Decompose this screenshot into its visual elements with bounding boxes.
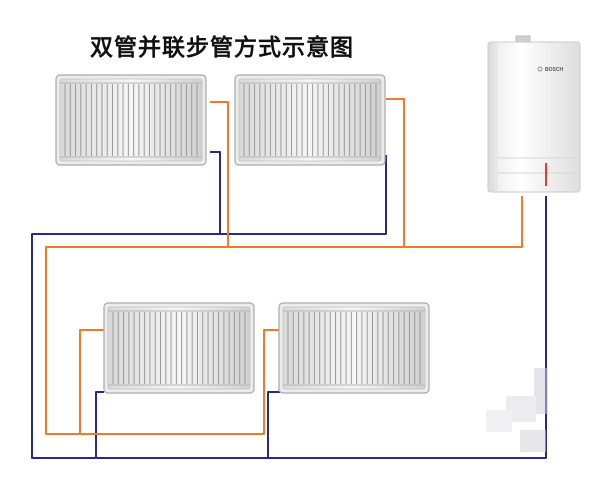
radiator-lower-right [279, 303, 429, 393]
blurred-watermark [486, 368, 548, 452]
radiator-lower-left [104, 303, 254, 393]
boiler: BOSCH [488, 36, 580, 192]
radiator-upper-right [235, 75, 385, 165]
radiator-upper-left [56, 75, 206, 165]
boiler-brand-logo: BOSCH [545, 67, 563, 73]
